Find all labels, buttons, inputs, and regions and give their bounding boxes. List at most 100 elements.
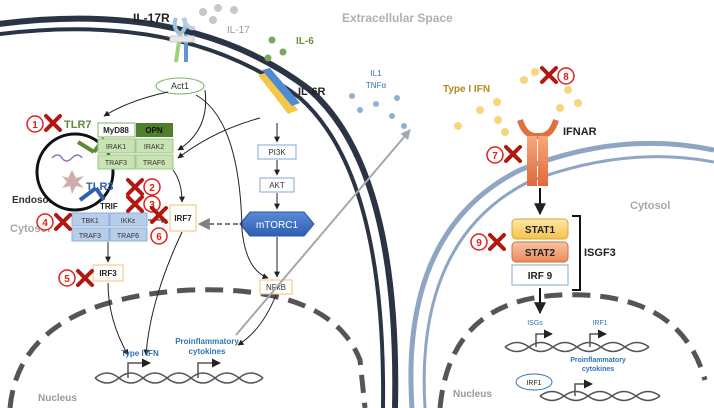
stat2-label: STAT2 [525,248,556,259]
marker-5: 5 [58,269,94,287]
marker-9: 9 [470,233,506,251]
irf7-label: IRF7 [174,214,192,223]
marker-3-number: 3 [149,200,155,211]
il17r-label: IL-17R [133,11,170,25]
act1-label: Act1 [171,81,189,91]
block-x-icon [54,213,72,231]
marker-2-number: 2 [149,183,155,194]
tlr7-label: TLR7 [64,119,92,131]
proinflam-left-line1: Proinflammatory [175,337,239,346]
stat1-box [511,218,569,240]
marker-4-number: 4 [42,218,48,229]
marker-3: 3 [126,195,161,213]
traf6-b-label: TRAF6 [117,233,139,240]
irf1-gene-label: IRF1 [592,320,607,327]
pi3k-box [257,144,297,160]
tlr3-label: TLR3 [86,181,114,193]
ifnar-receptor [517,119,559,186]
il17r-receptor [169,17,196,63]
il17-label: IL-17 [227,25,250,36]
akt-box [259,177,295,193]
stat2-box [511,241,569,263]
irf1-node-label: IRF1 [526,380,541,387]
marker-1-number: 1 [32,120,38,131]
tbk1-label: TBK1 [81,218,99,225]
irf9-label: IRF 9 [528,271,553,282]
myd88-label: MyD88 [103,126,129,135]
right-nucleus-envelope [437,292,708,408]
endosome-label: Endosome [12,195,64,206]
block-x-icon [44,114,62,132]
left-cell-membrane-inner [0,27,386,408]
isgs-label: ISGs [527,320,543,327]
nucleus-left-label: Nucleus [38,393,77,404]
isgf3-bracket [572,215,581,291]
tlr3-receptor [78,186,106,202]
right-dna [504,329,661,402]
type1ifn-gene-label: Type I IFN [121,349,159,358]
block-x-icon [540,66,558,84]
il17-ligands [199,4,238,24]
marker-1: 1 [26,114,62,133]
il1-label: IL1 [370,69,382,78]
trif-label: TRIF [100,202,118,211]
isgf3-label: ISGF3 [584,247,616,259]
irf9-box [511,264,569,286]
opn-label: OPN [145,126,163,135]
tbk1-complex [71,212,148,242]
mtorc1-node [239,211,315,237]
marker-8-number: 8 [563,72,569,83]
virus-particle [62,170,84,194]
block-x-icon [504,145,522,163]
proinflam-left-line2: cytokines [189,347,226,356]
extracellular-label: Extracellular Space [342,11,453,25]
type1ifn-label: Type I IFN [443,84,490,95]
cytokine-dots [349,93,407,129]
right-cell-membrane-inner [422,155,714,408]
marker-4: 4 [36,213,72,231]
stat1-label: STAT1 [525,225,556,236]
proinflam-right-line1: Proinflammatory [570,357,626,364]
proinflam-right-line2: cytokines [582,366,614,373]
marker-6: 6 [150,206,168,245]
ifnar-label: IFNAR [563,126,597,138]
marker-9-number: 9 [476,238,482,249]
left-dna [94,358,264,384]
irf7-box [169,204,197,232]
left-cell-membrane-outer [0,15,399,408]
marker-6-number: 6 [156,232,162,243]
block-x-icon [488,233,506,251]
nucleus-right-label: Nucleus [453,389,492,400]
cytosol-right-label: Cytosol [630,200,670,212]
traf3-b-label: TRAF3 [79,233,101,240]
marker-8: 8 [540,66,575,85]
marker-2: 2 [126,178,161,196]
pi3k-label: PI3K [268,148,286,157]
myd88-complex [97,122,174,170]
block-x-icon [126,195,144,213]
irf1-node [515,373,553,391]
block-x-icon [150,206,168,224]
il6r-label: IL-6R [298,86,326,98]
irak1-label: IRAK1 [106,144,126,151]
akt-label: AKT [269,181,285,190]
irf3-label: IRF3 [99,269,117,278]
marker-7-number: 7 [492,151,498,162]
tnfa-label: TNFα [366,81,387,90]
right-cell-membrane-outer [408,140,714,408]
ikke-label: IKKε [121,218,135,225]
block-x-icon [126,178,144,196]
act1-node [155,77,205,95]
rna-strand [51,154,83,162]
traf6-a-label: TRAF6 [143,160,165,167]
traf3-a-label: TRAF3 [105,160,127,167]
il6r-receptor [258,68,300,114]
ifn-ligands [454,68,582,136]
marker-7: 7 [486,145,522,164]
irf3-box [92,264,124,282]
mtorc1-label: mTORC1 [256,220,298,231]
irak2-label: IRAK2 [144,144,164,151]
il6-ligands [264,36,287,62]
